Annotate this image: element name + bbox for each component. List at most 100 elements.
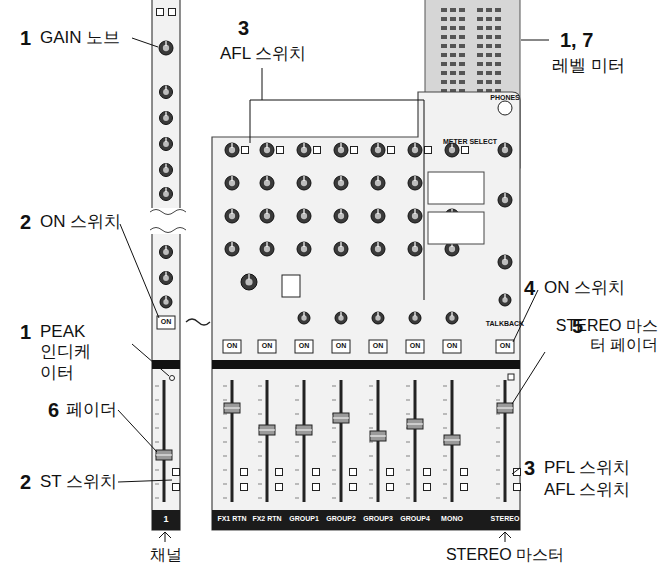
- meter-led: [477, 71, 483, 75]
- panel-text: ON: [373, 342, 384, 350]
- part-label: AFL 스위치: [544, 480, 630, 500]
- switch: [388, 147, 395, 154]
- on-button: [295, 340, 313, 353]
- knob: [160, 296, 172, 308]
- leader-line: [132, 38, 158, 47]
- meter-led: [495, 17, 501, 21]
- meter-led: [495, 53, 501, 57]
- meter-led: [486, 44, 492, 48]
- switch: [277, 147, 284, 154]
- main-panel: [212, 92, 520, 530]
- meter-led: [441, 35, 447, 39]
- knob: [297, 176, 311, 190]
- knob: [298, 312, 310, 324]
- peak-indicator: [170, 376, 175, 381]
- meter-led: [459, 17, 465, 21]
- leader-line: [499, 532, 505, 538]
- knob: [160, 86, 173, 99]
- knob: [260, 176, 274, 190]
- callout-number: 1: [20, 26, 31, 50]
- meter-led: [477, 17, 483, 21]
- panel-text: ON: [161, 318, 172, 326]
- knob: [371, 242, 385, 256]
- panel-text: ON: [299, 342, 310, 350]
- switch: [241, 469, 248, 476]
- leader-line: [165, 532, 171, 538]
- knob: [334, 143, 348, 157]
- knob: [160, 138, 173, 151]
- fader-cap: [497, 403, 513, 413]
- meter-led: [459, 44, 465, 48]
- knob: [371, 176, 385, 190]
- callout-number: 2: [20, 470, 31, 494]
- fader-slot: [504, 380, 507, 502]
- knob: [241, 274, 257, 290]
- on-button: [443, 340, 461, 353]
- meter-led: [495, 26, 501, 30]
- callout-number: 1: [20, 320, 31, 344]
- meter-led: [459, 62, 465, 66]
- knob: [160, 272, 173, 285]
- on-button: [406, 340, 424, 353]
- meter-led: [441, 26, 447, 30]
- knob: [225, 176, 239, 190]
- break-line: [150, 228, 186, 233]
- leader-line: [118, 480, 172, 482]
- meter-led: [477, 80, 483, 84]
- part-label: STEREO 마스터: [446, 545, 564, 564]
- leader-line: [512, 352, 545, 404]
- panel-text: MONO: [441, 515, 463, 523]
- switch: [173, 469, 180, 476]
- leader-line: [118, 410, 157, 452]
- panel-text: GROUP1: [289, 515, 319, 523]
- break-line: [150, 210, 186, 215]
- knob: [159, 41, 173, 55]
- switch: [169, 9, 176, 16]
- panel-text: METER SELECT: [443, 138, 497, 146]
- leader-line: [132, 344, 169, 376]
- usb-in-block: [428, 172, 484, 204]
- knob: [260, 143, 274, 157]
- meter-led: [441, 44, 447, 48]
- switch: [387, 484, 394, 491]
- leader-line: [512, 468, 520, 474]
- part-label: PEAK 인디케이터: [40, 322, 100, 383]
- switch: [424, 469, 431, 476]
- switch: [157, 9, 164, 16]
- meter-led: [495, 71, 501, 75]
- switch: [241, 484, 248, 491]
- knob: [498, 255, 512, 269]
- fader-slot: [163, 380, 166, 502]
- leader-line: [521, 40, 549, 41]
- knob: [446, 312, 458, 324]
- meter-led: [486, 26, 492, 30]
- switch: [173, 484, 180, 491]
- part-label: PFL 스위치: [544, 458, 630, 478]
- ipod-in-block: [428, 212, 484, 244]
- meter-led: [486, 80, 492, 84]
- meter-led: [477, 53, 483, 57]
- meter-led: [450, 53, 456, 57]
- switch: [276, 484, 283, 491]
- part-label: 페이더: [66, 400, 117, 420]
- knob: [334, 242, 348, 256]
- knob: [335, 312, 347, 324]
- knob: [160, 188, 173, 201]
- fader-slot: [340, 380, 343, 502]
- fader-slot: [266, 380, 269, 502]
- on-button: [369, 340, 387, 353]
- knob: [334, 176, 348, 190]
- part-label: GAIN 노브: [40, 28, 120, 48]
- on-button: [332, 340, 350, 353]
- meter-led: [486, 53, 492, 57]
- meter-led: [477, 26, 483, 30]
- meter-led: [450, 80, 456, 84]
- fader-cap: [156, 450, 172, 460]
- meter-led: [450, 44, 456, 48]
- fader-slot: [231, 380, 234, 502]
- knob: [225, 242, 239, 256]
- meter-led: [495, 8, 501, 12]
- part-label: ON 스위치: [40, 212, 121, 232]
- knob: [408, 242, 422, 256]
- on-button: [157, 316, 175, 329]
